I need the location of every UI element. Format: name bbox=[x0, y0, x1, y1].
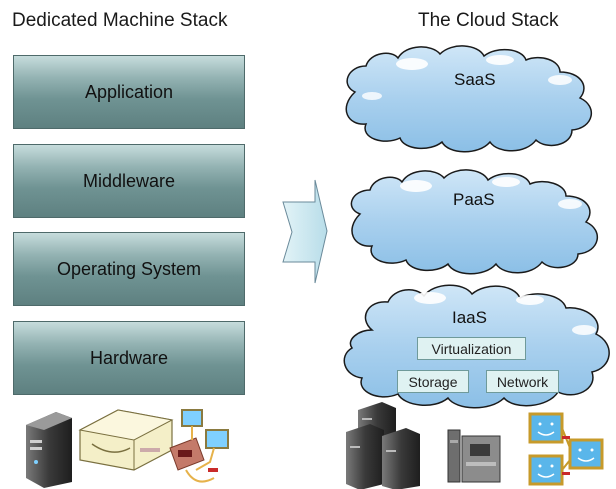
disk-drive-icon bbox=[78, 409, 174, 471]
layer-application: Application bbox=[13, 55, 245, 129]
cloud-stack-heading: The Cloud Stack bbox=[418, 10, 559, 31]
network-computers-icon bbox=[169, 409, 229, 483]
layer-middleware: Middleware bbox=[13, 144, 245, 218]
server-tower-icon bbox=[26, 412, 72, 488]
smiley-computers-icon bbox=[528, 412, 604, 486]
storage-tag: Storage bbox=[397, 370, 469, 393]
virtualization-tag: Virtualization bbox=[417, 337, 526, 360]
iaas-label: IaaS bbox=[452, 308, 487, 327]
desktop-server-icon bbox=[447, 429, 501, 483]
layer-hardware: Hardware bbox=[13, 321, 245, 395]
paas-cloud bbox=[350, 169, 599, 275]
network-tag: Network bbox=[486, 370, 559, 393]
dedicated-stack-heading: Dedicated Machine Stack bbox=[12, 10, 228, 31]
paas-label: PaaS bbox=[453, 190, 495, 209]
transition-arrow bbox=[282, 179, 328, 284]
saas-cloud bbox=[345, 45, 593, 153]
saas-label: SaaS bbox=[454, 70, 496, 89]
layer-operating-system: Operating System bbox=[13, 232, 245, 306]
server-cluster-icon bbox=[346, 402, 420, 489]
